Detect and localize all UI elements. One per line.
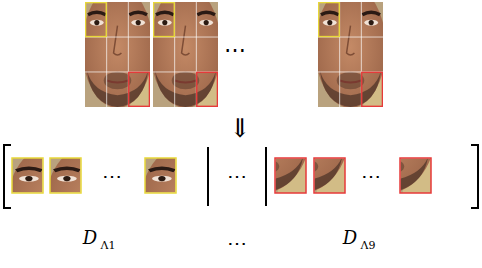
matrix-symbol: D <box>83 229 97 247</box>
matrix-brackets <box>4 145 478 208</box>
ellipsis-dots: ⋯ <box>102 166 122 186</box>
matrix-symbol: D <box>343 229 357 247</box>
matrix-subscript: Λ9 <box>361 240 376 251</box>
down-arrow: ⇓ <box>229 115 251 141</box>
ellipsis-dots: ⋯ <box>361 166 381 186</box>
matrix-subscript: Λ1 <box>101 240 116 251</box>
patch-images <box>8 72 435 263</box>
ellipsis-dots: ⋯ <box>227 166 247 186</box>
ellipsis-dots: ⋯ <box>224 39 246 61</box>
face-image <box>82 0 386 108</box>
ellipsis-dots: ⋯ <box>227 233 247 253</box>
